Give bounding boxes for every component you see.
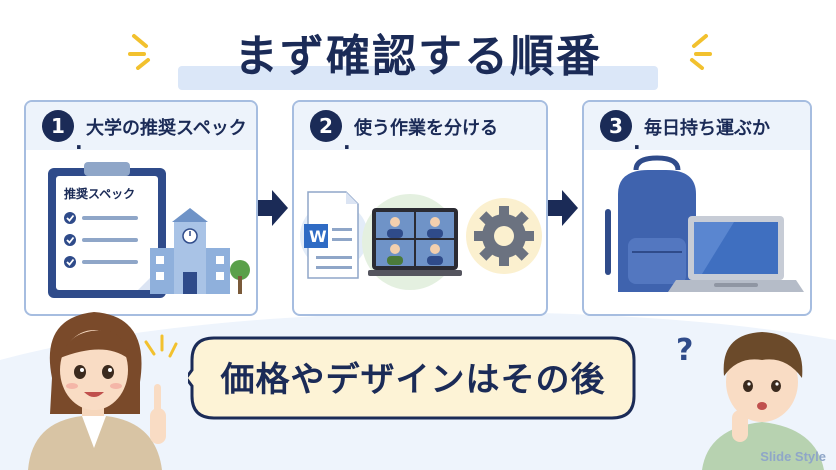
word-icon bbox=[304, 224, 328, 248]
page-title: まず確認する順番 bbox=[234, 31, 602, 82]
step-1-label: 大学の推奨スペック bbox=[86, 118, 247, 139]
watermark: Slide Style bbox=[760, 449, 826, 464]
bubble-text: 価格やデザインはその後 bbox=[220, 360, 606, 400]
step-3-dot: . bbox=[633, 130, 641, 154]
woman-pointing-icon bbox=[28, 312, 178, 470]
gear-icon bbox=[474, 206, 534, 266]
step-2-number: 2 bbox=[310, 110, 342, 142]
sparkle-right-icon bbox=[690, 34, 712, 70]
arrow-right-icon bbox=[548, 190, 578, 226]
sparkle-left-icon bbox=[128, 34, 150, 70]
title-area: まず確認する順番 bbox=[0, 14, 836, 90]
step-3-box: 3 . 毎日持ち運ぶか bbox=[582, 100, 812, 316]
title-highlight bbox=[178, 66, 658, 90]
clipboard-heading: 推奨スペック bbox=[64, 186, 135, 201]
backpack-laptop-icon bbox=[605, 155, 804, 292]
step-2-label: 使う作業を分ける bbox=[354, 118, 498, 139]
question-mark-icon: ? bbox=[676, 333, 693, 368]
work-tasks-icon: W bbox=[300, 191, 542, 290]
arrow-right-icon bbox=[258, 190, 288, 226]
step-2-dot: . bbox=[343, 130, 351, 154]
step-1-header: 1 . 大学の推奨スペック bbox=[26, 102, 256, 154]
svg-text:W: W bbox=[309, 227, 327, 246]
step-1-dot: . bbox=[75, 130, 83, 154]
step-1-number: 1 bbox=[42, 110, 74, 142]
step-1-box: 1 . 大学の推奨スペック 推奨スペック bbox=[24, 100, 258, 316]
step-3-number: 3 bbox=[600, 110, 632, 142]
step-2-box: 2 . 使う作業を分ける W bbox=[292, 100, 548, 316]
step-3-header: 3 . 毎日持ち運ぶか bbox=[584, 102, 810, 154]
step-2-header: 2 . 使う作業を分ける bbox=[294, 102, 546, 154]
step-3-label: 毎日持ち運ぶか bbox=[644, 118, 770, 139]
boy-thinking-icon: ? bbox=[676, 332, 824, 470]
speech-bubble bbox=[188, 336, 636, 420]
clipboard-university-icon: 推奨スペック bbox=[48, 162, 250, 298]
